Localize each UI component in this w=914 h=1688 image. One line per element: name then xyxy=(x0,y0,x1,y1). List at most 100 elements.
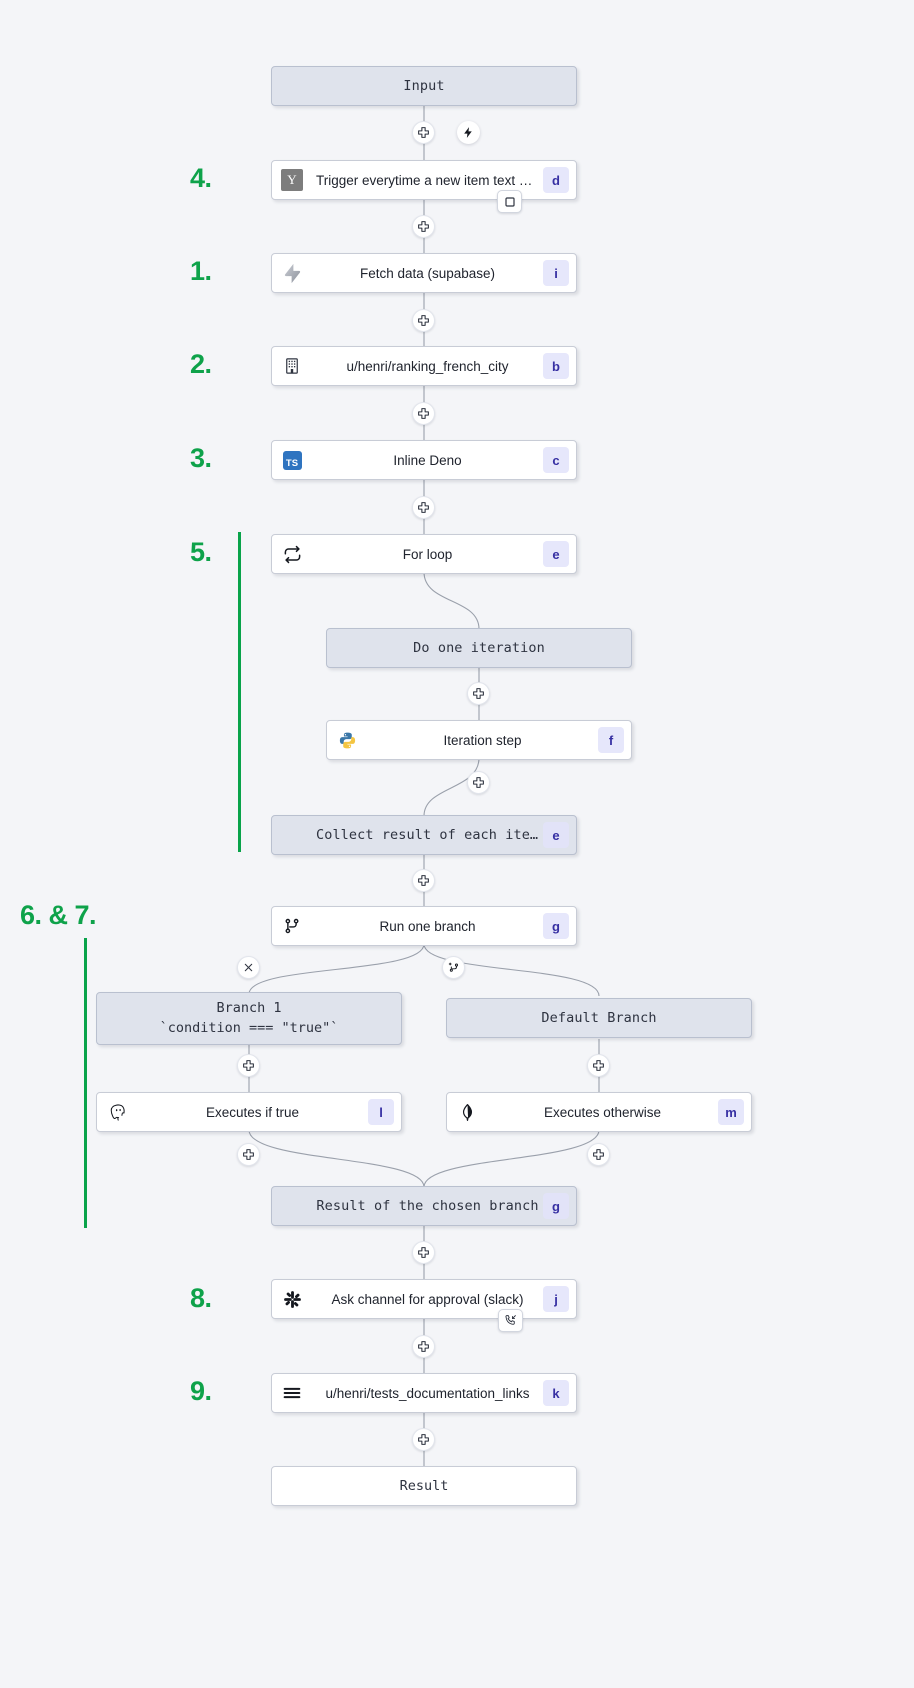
node-slack-approval[interactable]: Ask channel for approval (slack) j xyxy=(271,1279,577,1319)
plus-icon xyxy=(473,777,484,788)
plus-icon xyxy=(593,1060,604,1071)
add-step-handle[interactable] xyxy=(412,1335,435,1358)
plus-icon xyxy=(593,1149,604,1160)
add-step-handle[interactable] xyxy=(412,869,435,892)
add-step-handle[interactable] xyxy=(467,682,490,705)
node-label: Ask channel for approval (slack) xyxy=(331,1291,524,1307)
node-badge: l xyxy=(368,1099,394,1125)
node-label: Fetch data (supabase) xyxy=(359,265,496,281)
annotation-step-1: 1. xyxy=(190,256,212,286)
node-iteration-step[interactable]: Iteration step f xyxy=(326,720,632,760)
node-input[interactable]: Input xyxy=(271,66,577,106)
node-badge: c xyxy=(543,447,569,473)
add-step-handle[interactable] xyxy=(587,1143,610,1166)
node-do-one-iteration[interactable]: Do one iteration xyxy=(326,628,632,668)
annotation-step-3: 3. xyxy=(190,443,212,473)
supabase-glyph xyxy=(284,263,300,283)
node-label: u/henri/ranking_french_city xyxy=(346,358,509,374)
add-step-handle[interactable] xyxy=(412,215,435,238)
branch-title: Branch 1 xyxy=(216,999,282,1016)
supabase-icon xyxy=(272,263,312,284)
add-step-handle[interactable] xyxy=(237,1143,260,1166)
node-inline-deno[interactable]: TS Inline Deno c xyxy=(271,440,577,480)
annotation-step-8: 8. xyxy=(190,1283,212,1313)
node-for-loop[interactable]: For loop e xyxy=(271,534,577,574)
plus-icon xyxy=(418,408,429,419)
plus-icon xyxy=(418,875,429,886)
node-label: Executes otherwise xyxy=(543,1104,662,1120)
add-branch-handle[interactable] xyxy=(442,956,465,979)
plus-icon xyxy=(418,127,429,138)
node-label: Result xyxy=(399,1478,449,1494)
node-result[interactable]: Result xyxy=(271,1466,577,1506)
node-executes-otherwise[interactable]: Executes otherwise m xyxy=(446,1092,752,1132)
node-badge: e xyxy=(543,541,569,567)
branch-icon xyxy=(272,917,312,935)
add-step-handle[interactable] xyxy=(412,1241,435,1264)
slack-glyph xyxy=(283,1290,301,1308)
add-step-handle[interactable] xyxy=(412,496,435,519)
node-label: Input xyxy=(403,78,445,94)
trigger-stop-chip[interactable] xyxy=(497,190,522,213)
node-badge: k xyxy=(543,1380,569,1406)
node-label: For loop xyxy=(402,546,453,562)
node-badge: f xyxy=(598,727,624,753)
add-step-handle[interactable] xyxy=(587,1054,610,1077)
add-step-handle[interactable] xyxy=(412,1428,435,1451)
plus-icon xyxy=(243,1149,254,1160)
node-fetch-data[interactable]: Fetch data (supabase) i xyxy=(271,253,577,293)
node-label: u/henri/tests_documentation_links xyxy=(325,1385,530,1401)
plus-icon xyxy=(418,1247,429,1258)
postgres-glyph xyxy=(110,1103,125,1121)
node-branch-1[interactable]: Branch 1 `condition === "true"` xyxy=(96,992,402,1045)
add-step-handle[interactable] xyxy=(237,1054,260,1077)
plus-icon xyxy=(473,688,484,699)
annotation-step-2: 2. xyxy=(190,349,212,379)
plus-icon xyxy=(418,1434,429,1445)
add-step-handle[interactable] xyxy=(467,771,490,794)
node-badge: b xyxy=(543,353,569,379)
remove-branch-handle[interactable] xyxy=(237,956,260,979)
lightning-icon xyxy=(464,127,472,138)
node-label: Default Branch xyxy=(541,1010,657,1026)
branch-condition: `condition === "true"` xyxy=(159,1019,339,1036)
annotation-step-9: 9. xyxy=(190,1376,212,1406)
node-badge: j xyxy=(543,1286,569,1312)
loop-icon xyxy=(272,545,312,564)
node-result-chosen-branch[interactable]: Result of the chosen branch g xyxy=(271,1186,577,1226)
add-step-handle[interactable] xyxy=(412,402,435,425)
yaml-icon: Y xyxy=(272,169,312,191)
plus-icon xyxy=(243,1060,254,1071)
node-tests-documentation-links[interactable]: u/henri/tests_documentation_links k xyxy=(271,1373,577,1413)
trigger-lightning-handle[interactable] xyxy=(457,121,480,144)
slack-icon xyxy=(272,1290,312,1309)
node-collect-result[interactable]: Collect result of each iteration e xyxy=(271,815,577,855)
node-label: Inline Deno xyxy=(393,452,462,468)
add-step-handle[interactable] xyxy=(412,121,435,144)
node-default-branch[interactable]: Default Branch xyxy=(446,998,752,1038)
branch-scope-bar xyxy=(84,938,87,1228)
for-loop-scope-bar xyxy=(238,532,241,852)
node-label: Iteration step xyxy=(443,732,522,748)
mongodb-icon xyxy=(447,1103,487,1122)
node-executes-if-true[interactable]: Executes if true l xyxy=(96,1092,402,1132)
annotation-step-5: 5. xyxy=(190,537,212,567)
node-ranking-french-city[interactable]: u/henri/ranking_french_city b xyxy=(271,346,577,386)
stop-square-icon xyxy=(504,196,515,207)
add-step-handle[interactable] xyxy=(412,309,435,332)
menu-lines-icon xyxy=(272,1382,312,1404)
node-badge: g xyxy=(543,913,569,939)
node-label: Executes if true xyxy=(205,1104,300,1120)
plus-icon xyxy=(418,315,429,326)
menu-lines-glyph xyxy=(283,1387,301,1399)
close-icon xyxy=(244,963,253,972)
plus-icon xyxy=(418,502,429,513)
phone-callback-icon xyxy=(505,1315,516,1325)
node-run-one-branch[interactable]: Run one branch g xyxy=(271,906,577,946)
node-label: Trigger everytime a new item text o… xyxy=(316,172,540,188)
node-trigger[interactable]: Y Trigger everytime a new item text o… d xyxy=(271,160,577,200)
annotation-step-6-7: 6. & 7. xyxy=(20,900,97,930)
building-icon xyxy=(272,357,312,375)
slack-callback-chip[interactable] xyxy=(498,1309,523,1332)
